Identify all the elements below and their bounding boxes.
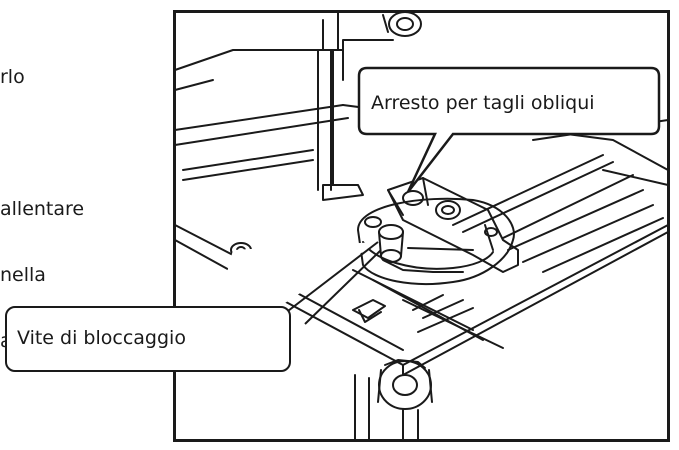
- callout-lock-screw-label: Vite di bloccaggio: [17, 327, 186, 349]
- callout-lock-screw-box: Vite di bloccaggio: [5, 306, 291, 372]
- lower-knob-icon: [377, 359, 433, 410]
- instruction-line-2: ​: [0, 132, 84, 154]
- table-slots: [412, 154, 664, 333]
- lock-screw-knob-icon: [364, 216, 404, 263]
- upper-housing: [174, 11, 394, 91]
- instruction-line-4: nella: [0, 264, 46, 286]
- front-clamp: [352, 299, 386, 323]
- bandsaw-table-illustration: Arresto per tagli obliqui: [173, 10, 670, 442]
- callout-miter-stop: Arresto per tagli obliqui: [357, 66, 661, 193]
- illustration-svg: Arresto per tagli obliqui: [173, 10, 670, 442]
- miter-stop-block: [387, 177, 519, 273]
- lower-blade-column: [354, 374, 419, 441]
- instruction-line-3: allentare: [0, 198, 85, 220]
- instruction-line-1: rlo: [0, 66, 25, 88]
- callout-miter-stop-label: Arresto per tagli obliqui: [371, 92, 595, 114]
- upper-knob-icon: [382, 11, 422, 37]
